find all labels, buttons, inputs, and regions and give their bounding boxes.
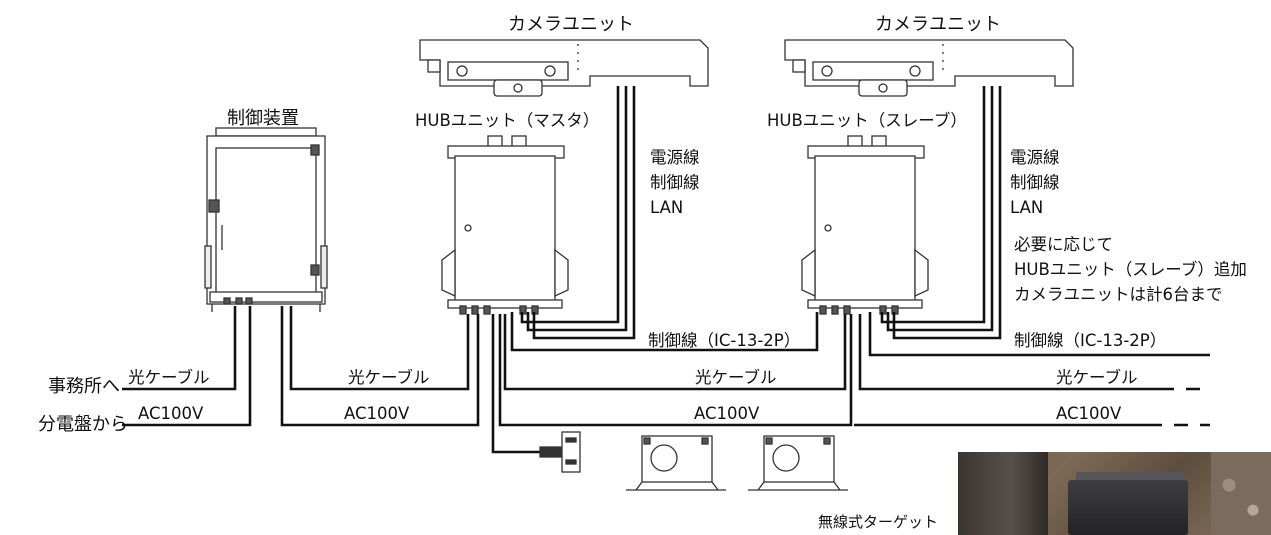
camera-unit-icon [784, 39, 1074, 97]
cable-lan-label: LAN [650, 198, 683, 217]
hub-unit-icon [441, 135, 569, 315]
cable-power-label: 電源線 [1010, 148, 1060, 167]
hub-slave-label: HUBユニット（スレーブ） [767, 110, 967, 130]
to-office-label: 事務所へ [48, 376, 120, 397]
sensor-probe-icon [539, 431, 581, 473]
cable-control-label: 制御線 [1010, 173, 1060, 192]
from-panel-label: 分電盤から [38, 414, 128, 435]
fiber-cable-label: 光ケーブル [695, 367, 777, 387]
note-line-3: カメラユニットは計6台まで [1014, 285, 1223, 304]
fiber-cable-label: 光ケーブル [1056, 367, 1138, 387]
camera-unit-label: カメラユニット [508, 14, 634, 35]
wireless-target-label: 無線式ターゲット [818, 513, 938, 531]
camera-unit-icon [419, 39, 709, 97]
control-line-label: 制御線（IC-13-2P） [1014, 331, 1166, 350]
cable-lan-label: LAN [1010, 198, 1043, 217]
control-device-label: 制御装置 [227, 108, 299, 129]
control-line-label: 制御線（IC-13-2P） [648, 331, 800, 350]
ac-power-label: AC100V [1056, 404, 1122, 423]
target-icon [748, 435, 848, 491]
note-line-2: HUBユニット（スレーブ）追加 [1014, 259, 1247, 279]
rail-image-part [958, 452, 1048, 535]
wireless-target-photo [958, 452, 1271, 535]
fiber-cable-label: 光ケーブル [348, 367, 430, 387]
ac-power-label: AC100V [694, 404, 760, 423]
hub-master-label: HUBユニット（マスタ） [415, 111, 599, 130]
hub-unit-icon [801, 135, 929, 315]
ac-power-label: AC100V [344, 404, 410, 423]
continuation-dashes [1148, 353, 1210, 427]
note-line-1: 必要に応じて [1014, 235, 1113, 254]
target-block [1068, 480, 1188, 535]
wiring [122, 86, 1184, 454]
ac-power-label: AC100V [138, 404, 204, 423]
control-cabinet-icon [204, 127, 328, 312]
cable-power-label: 電源線 [650, 148, 700, 167]
cable-control-label: 制御線 [650, 173, 700, 192]
camera-unit-label: カメラユニット [875, 14, 1001, 35]
ballast-gravel [1211, 452, 1271, 535]
fiber-cable-label: 光ケーブル [128, 367, 210, 387]
target-icon [626, 435, 726, 491]
